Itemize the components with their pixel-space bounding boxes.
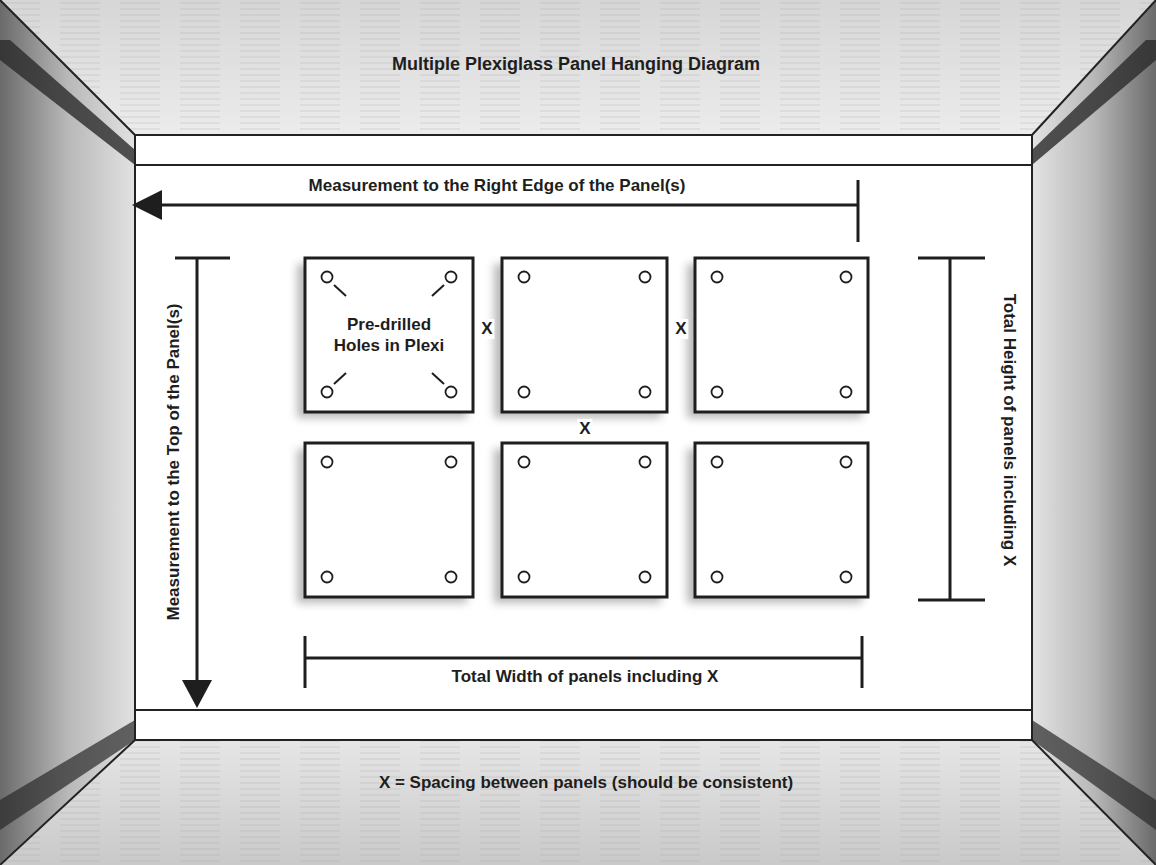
spacing-note: X = Spacing between panels (should be co… <box>379 773 793 793</box>
drilled-hole <box>446 457 457 468</box>
drilled-hole <box>841 457 852 468</box>
drilled-hole <box>841 387 852 398</box>
diagram-title: Multiple Plexiglass Panel Hanging Diagra… <box>392 54 760 75</box>
drilled-hole <box>446 572 457 583</box>
panel-text: Pre-drilled Holes in Plexi <box>333 314 445 356</box>
spacing-mark: X <box>673 319 688 339</box>
drilled-hole <box>841 572 852 583</box>
drilled-hole <box>640 572 651 583</box>
drilled-hole <box>322 387 333 398</box>
drilled-hole <box>640 272 651 283</box>
drilled-hole <box>322 272 333 283</box>
drilled-hole <box>519 457 530 468</box>
dimension-label: Total Height of panels including X <box>999 294 1019 567</box>
drilled-hole <box>712 457 723 468</box>
drilled-hole <box>322 572 333 583</box>
drilled-hole <box>712 572 723 583</box>
spacing-mark: X <box>577 419 592 439</box>
drilled-hole <box>640 457 651 468</box>
drilled-hole <box>841 272 852 283</box>
drilled-hole <box>712 387 723 398</box>
panel-callout: Pre-drilled Holes in Plexi <box>333 314 445 356</box>
spacing-mark: X <box>479 319 494 339</box>
drilled-hole <box>519 272 530 283</box>
drilled-hole <box>519 572 530 583</box>
plexi-panel: Pre-drilled Holes in Plexi <box>305 258 473 412</box>
dimension-label: Total Width of panels including X <box>452 667 719 687</box>
drilled-hole <box>322 457 333 468</box>
dimension-label: Measurement to the Right Edge of the Pan… <box>309 176 686 196</box>
drilled-hole <box>640 387 651 398</box>
drilled-hole <box>519 387 530 398</box>
drilled-hole <box>446 387 457 398</box>
drilled-hole <box>446 272 457 283</box>
drilled-hole <box>712 272 723 283</box>
dimension-label: Measurement to the Top of the Panel(s) <box>164 303 184 620</box>
